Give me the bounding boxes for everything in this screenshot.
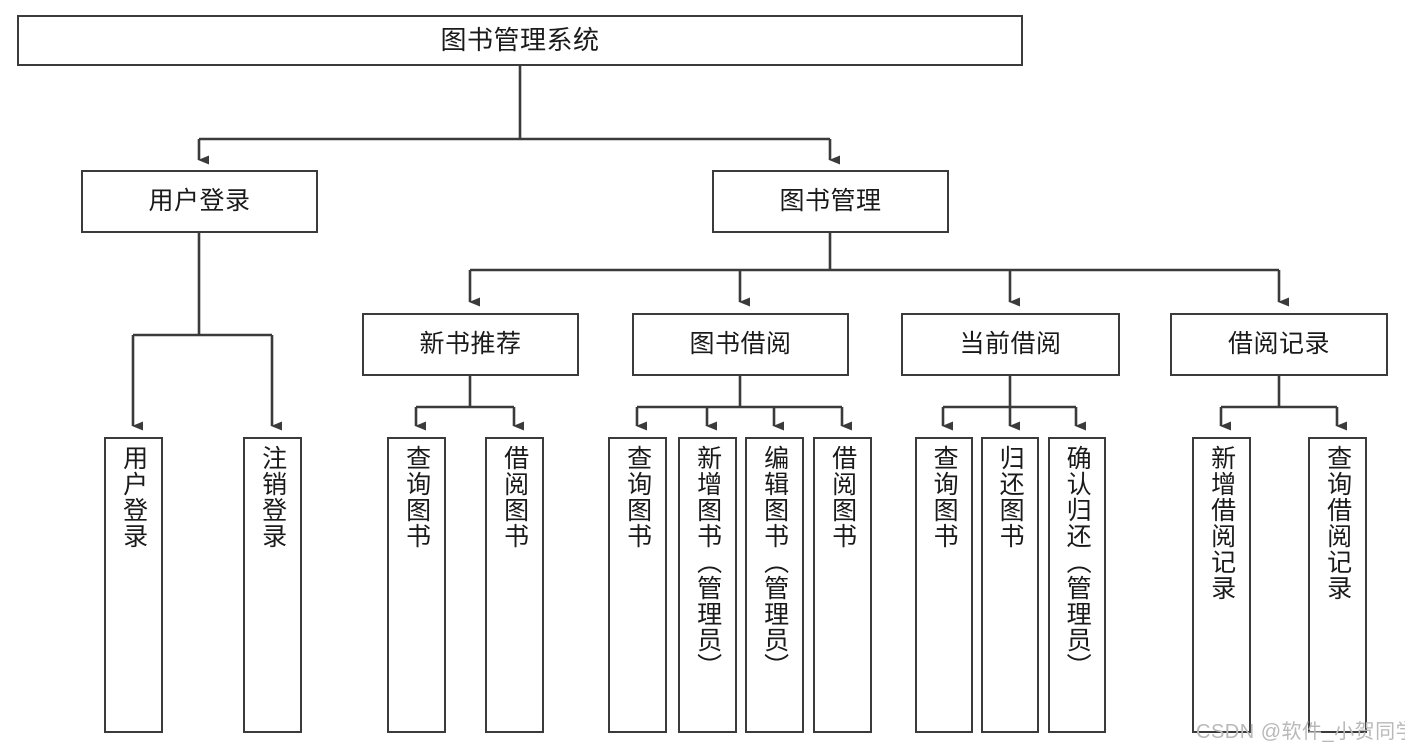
leaf-add-borrow-record[interactable]: 新增借阅记录 — [1192, 437, 1251, 733]
node-current-borrow[interactable]: 当前借阅 — [901, 313, 1120, 376]
node-new-book-recommendation[interactable]: 新书推荐 — [362, 313, 579, 376]
node-user-login[interactable]: 用户登录 — [81, 170, 318, 233]
node-label: 注销登录 — [258, 445, 287, 549]
node-label: 新增图书（管理员） — [693, 445, 722, 679]
node-label: 当前借阅 — [959, 330, 1062, 358]
leaf-return-book[interactable]: 归还图书 — [981, 437, 1039, 733]
node-label: 查询图书 — [402, 445, 431, 549]
node-label: 用户登录 — [148, 187, 251, 215]
leaf-edit-book-admin[interactable]: 编辑图书（管理员） — [745, 437, 804, 733]
leaf-borrow-book[interactable]: 借阅图书 — [813, 437, 872, 733]
node-root-system[interactable]: 图书管理系统 — [17, 15, 1023, 66]
leaf-confirm-return-admin[interactable]: 确认归还（管理员） — [1048, 437, 1106, 733]
node-label: 归还图书 — [996, 445, 1025, 549]
node-book-borrow[interactable]: 图书借阅 — [632, 313, 849, 376]
node-label: 新增借阅记录 — [1207, 445, 1236, 601]
node-label: 图书管理 — [779, 187, 882, 215]
node-label: 查询图书 — [930, 445, 959, 549]
leaf-logout[interactable]: 注销登录 — [243, 437, 302, 733]
node-book-management[interactable]: 图书管理 — [712, 170, 949, 233]
csdn-watermark: CSDN @软件_小贺同学 — [1196, 721, 1405, 743]
leaf-borrow-book-new[interactable]: 借阅图书 — [485, 437, 544, 733]
node-label: 图书借阅 — [689, 330, 792, 358]
leaf-user-login[interactable]: 用户登录 — [104, 437, 163, 733]
node-label: 确认归还（管理员） — [1063, 445, 1092, 679]
leaf-add-book-admin[interactable]: 新增图书（管理员） — [678, 437, 737, 733]
leaf-query-book-new[interactable]: 查询图书 — [387, 437, 446, 733]
node-label: 借阅图书 — [828, 445, 857, 549]
node-label: 查询借阅记录 — [1323, 445, 1352, 601]
node-label: 新书推荐 — [419, 330, 522, 358]
node-label: 图书管理系统 — [440, 25, 600, 56]
node-label: 借阅记录 — [1227, 330, 1330, 358]
node-label: 编辑图书（管理员） — [760, 445, 789, 679]
node-borrow-records[interactable]: 借阅记录 — [1170, 313, 1388, 376]
node-label: 借阅图书 — [500, 445, 529, 549]
leaf-query-book-borrow[interactable]: 查询图书 — [608, 437, 667, 733]
node-label: 用户登录 — [119, 445, 148, 549]
leaf-query-book-current[interactable]: 查询图书 — [915, 437, 973, 733]
leaf-query-borrow-record[interactable]: 查询借阅记录 — [1308, 437, 1367, 733]
node-label: 查询图书 — [623, 445, 652, 549]
